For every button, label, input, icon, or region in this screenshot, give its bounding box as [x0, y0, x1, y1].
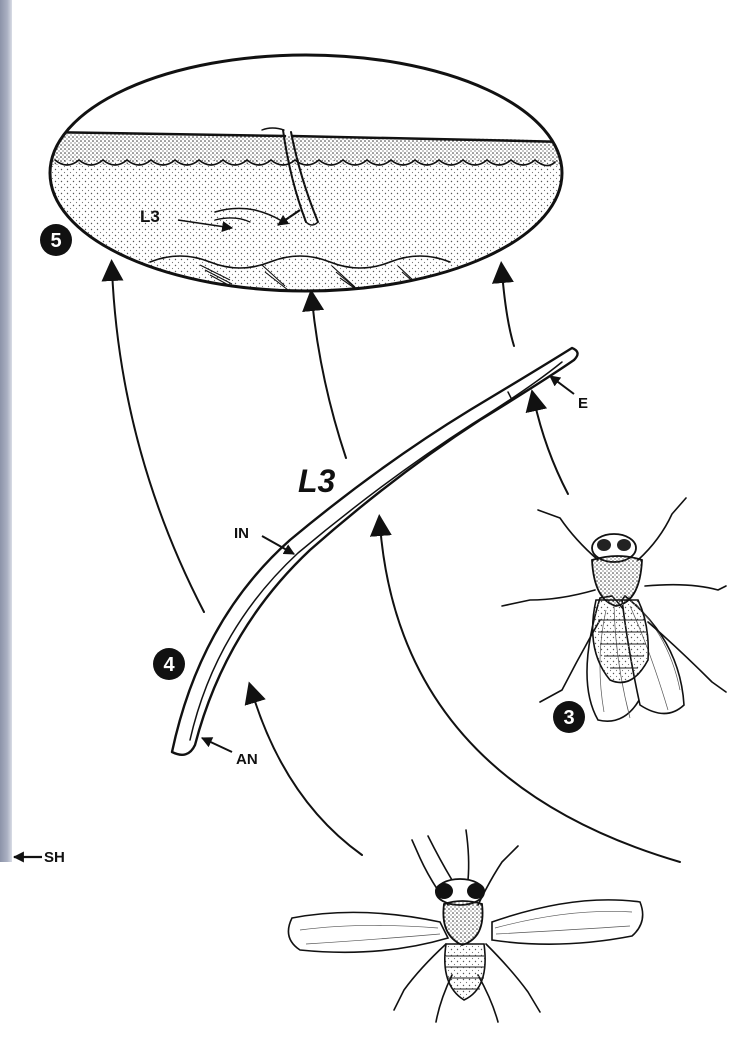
svg-text:L3: L3 — [298, 463, 336, 499]
larva-label-main: L3 — [298, 463, 336, 499]
anus-label: AN — [202, 738, 258, 768]
svg-text:AN: AN — [236, 751, 258, 768]
fly-engorged — [502, 498, 726, 721]
intestine-label: IN — [234, 525, 294, 554]
svg-text:E: E — [578, 395, 588, 412]
svg-text:3: 3 — [563, 707, 574, 729]
stage-5-badge: 5 — [40, 224, 72, 256]
svg-text:SH: SH — [44, 849, 65, 866]
sheath-label: SH — [14, 849, 65, 866]
skin-section — [40, 55, 570, 295]
stage-4-badge: 4 — [153, 648, 185, 680]
svg-text:5: 5 — [50, 230, 61, 252]
larva-label-skin: L3 — [140, 207, 160, 226]
svg-text:IN: IN — [234, 525, 249, 542]
fly-spread — [288, 830, 642, 1022]
svg-text:L3: L3 — [140, 207, 160, 226]
svg-text:4: 4 — [163, 654, 175, 676]
larva-worm — [172, 348, 578, 755]
esophagus-label: E — [550, 376, 588, 412]
stage-3-badge: 3 — [553, 701, 585, 733]
